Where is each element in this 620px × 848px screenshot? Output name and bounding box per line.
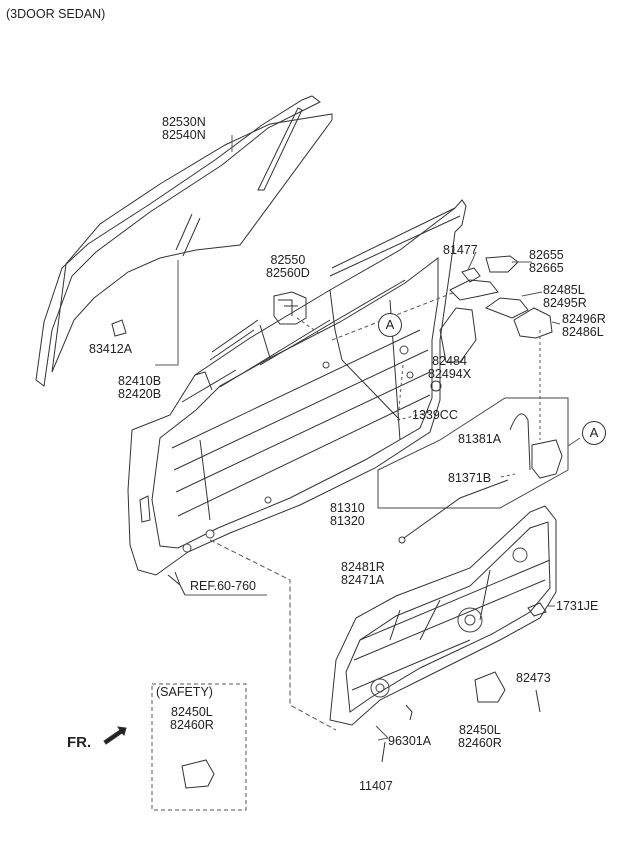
safety-box bbox=[151, 683, 247, 811]
ref-label: REF.60-760 bbox=[190, 579, 257, 593]
door-latch bbox=[531, 439, 563, 479]
bolt-11407 bbox=[381, 741, 386, 763]
window-motor bbox=[474, 671, 506, 703]
glass-run-channel bbox=[35, 95, 321, 387]
label-plug: 1731JE bbox=[556, 599, 599, 613]
callout-a: A bbox=[378, 313, 402, 337]
latch-cable bbox=[403, 479, 509, 539]
label-bolt: 11407 bbox=[359, 779, 393, 793]
safety-title: (SAFETY) bbox=[156, 685, 213, 699]
label-clip: 96301A bbox=[388, 734, 432, 748]
label-cable-b: 81371B bbox=[448, 471, 492, 485]
label-81477: 81477 bbox=[443, 243, 478, 257]
label-screw: 82473 bbox=[516, 671, 551, 685]
ref-arrow bbox=[167, 571, 186, 596]
window-glass bbox=[51, 113, 333, 373]
regulator-panel bbox=[329, 505, 557, 726]
plug bbox=[527, 602, 547, 617]
safety-motor bbox=[181, 759, 215, 789]
clip bbox=[405, 704, 413, 721]
label-glass-clip: 83412A bbox=[89, 342, 133, 356]
latch-box bbox=[377, 397, 569, 509]
diagram-title: (3DOOR SEDAN) bbox=[6, 7, 106, 21]
label-rod: 81381A bbox=[458, 432, 502, 446]
grommet bbox=[430, 380, 442, 392]
screw-82473 bbox=[535, 689, 541, 713]
glass-clip bbox=[111, 319, 127, 337]
door-shell bbox=[127, 199, 467, 576]
callout-a: A bbox=[582, 421, 606, 445]
front-label: FR. bbox=[67, 734, 92, 751]
label-grommet: 1339CC bbox=[412, 408, 458, 422]
handle-assembly bbox=[439, 255, 553, 363]
bracket bbox=[273, 291, 307, 325]
front-arrow bbox=[103, 726, 127, 745]
